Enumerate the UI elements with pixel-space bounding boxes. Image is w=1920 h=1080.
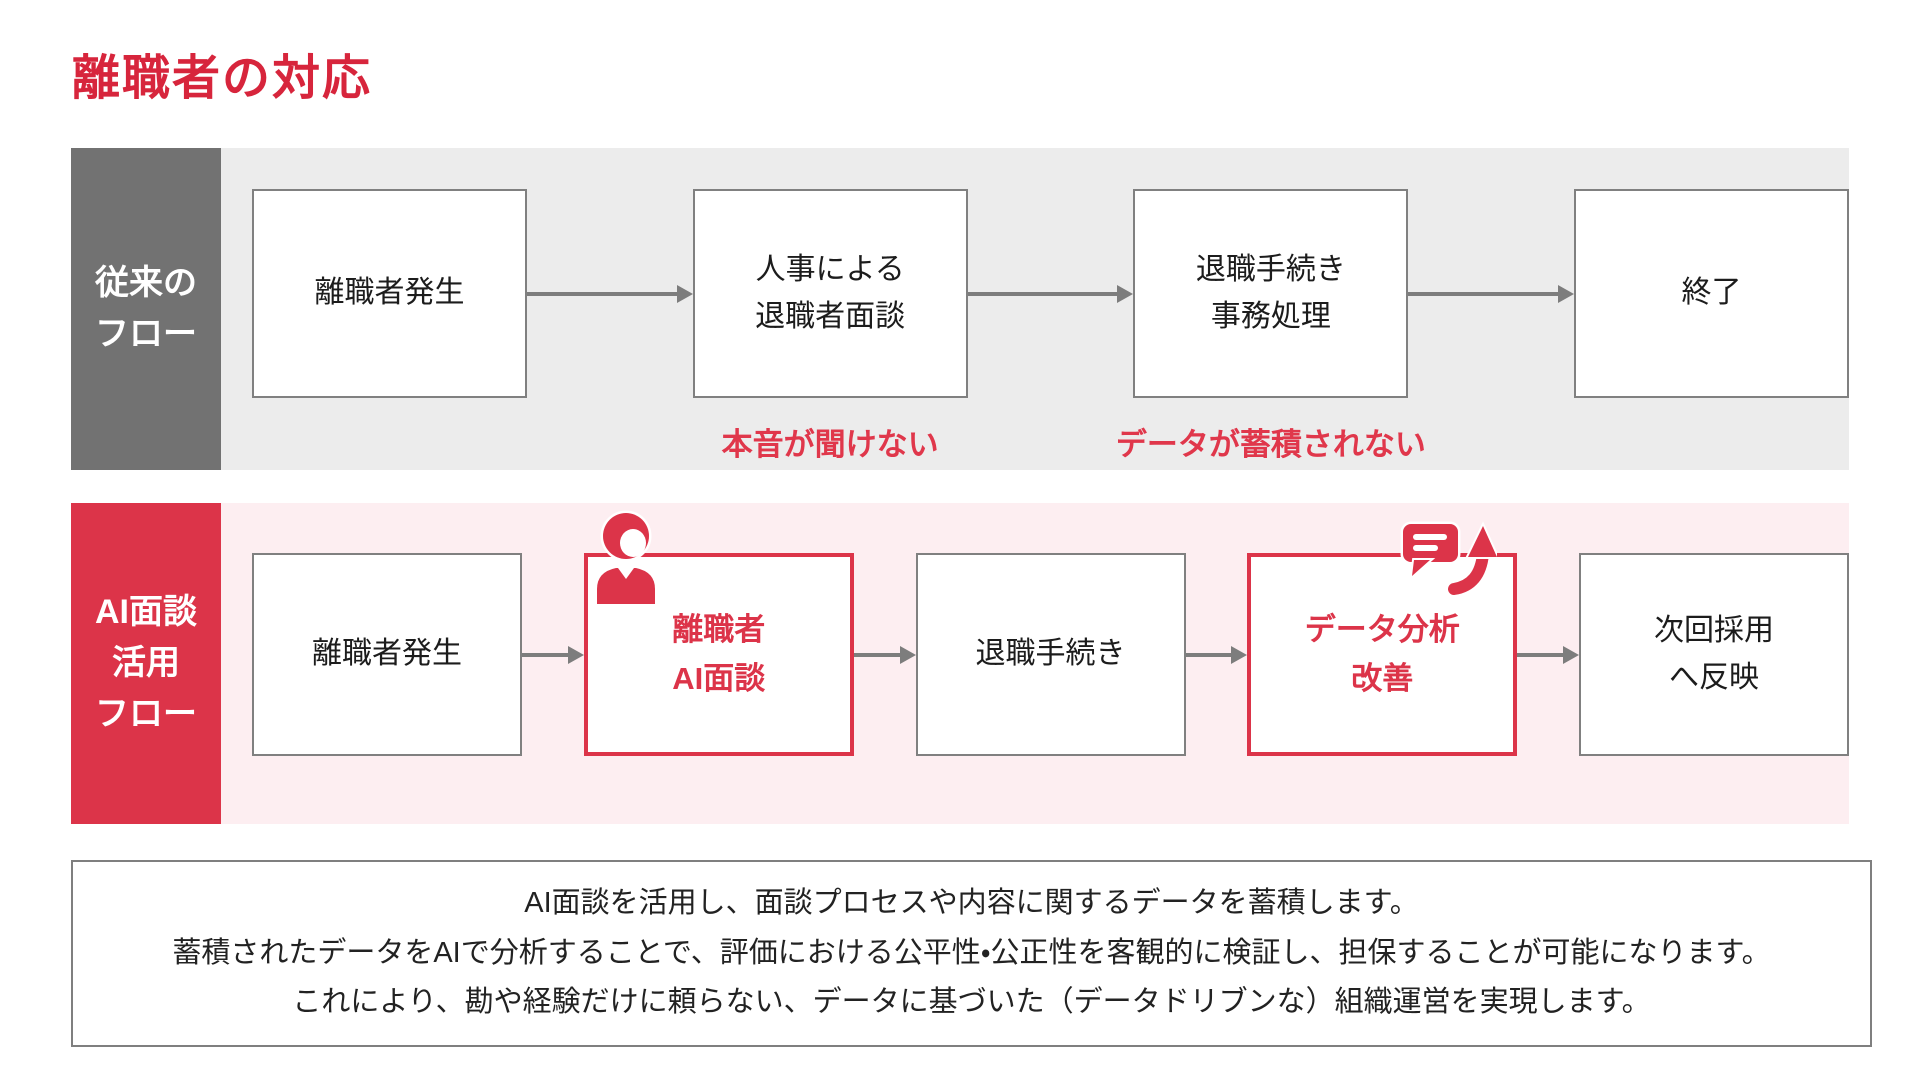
step-data-analysis: データ分析 改善 xyxy=(1247,553,1518,756)
arrow-head-icon xyxy=(1231,645,1248,664)
arrow-head-icon xyxy=(1563,645,1579,664)
step-end: 終了 xyxy=(1574,189,1850,398)
flow-arrow xyxy=(522,553,584,756)
arrow-head-icon xyxy=(567,645,584,664)
step-cell: データ分析 改善 xyxy=(1247,521,1518,756)
flow-arrow xyxy=(853,553,916,756)
arrow-head-icon xyxy=(676,284,693,303)
arrow-shaft xyxy=(522,652,568,657)
arrow-shaft xyxy=(967,291,1118,296)
step-cell: 退職手続き 事務処理 データが蓄積されない xyxy=(1116,189,1426,462)
traditional-flow-row: 従来の フロー 離職者発生 人事による 退職者面談 本音が聞けない xyxy=(71,148,1850,470)
arrow-shaft xyxy=(853,652,900,657)
step-cell: 人事による 退職者面談 本音が聞けない xyxy=(692,189,968,462)
step-cell: 離職者発生 xyxy=(252,189,527,398)
flow-arrow xyxy=(527,189,693,398)
traditional-flow-content: 離職者発生 人事による 退職者面談 本音が聞けない 退職手続き 事務処理 データ xyxy=(221,148,1850,470)
issue-note-data: データが蓄積されない xyxy=(1115,427,1426,462)
arrow-head-icon xyxy=(1117,284,1134,303)
arrow-head-icon xyxy=(899,645,916,664)
arrow-shaft xyxy=(527,291,677,296)
step-leaver-occurs-ai: 離職者発生 xyxy=(252,553,522,756)
step-ai-interview: 離職者 AI面談 xyxy=(583,553,854,756)
description-line: AI面談を活用し、面談プロセスや内容に関するデータを蓄積します。 xyxy=(524,886,1419,919)
step-next-hiring: 次回採用 へ反映 xyxy=(1579,553,1849,756)
page-title: 離職者の対応 xyxy=(72,52,373,105)
step-cell: 次回採用 へ反映 xyxy=(1579,553,1849,756)
traditional-flow-track: 離職者発生 人事による 退職者面談 本音が聞けない 退職手続き 事務処理 データ xyxy=(221,148,1850,462)
step-leaver-occurs: 離職者発生 xyxy=(252,189,527,398)
arrow-shaft xyxy=(1408,291,1559,296)
ai-flow-track: 離職者発生 離職者 AI面談 xyxy=(221,503,1849,756)
arrow-head-icon xyxy=(1558,284,1575,303)
ai-flow-content: 離職者発生 離職者 AI面談 xyxy=(221,503,1849,824)
description-line: これにより、勘や経験だけに頼らない、データに基づいた（データドリブンな）組織運営… xyxy=(292,986,1651,1019)
step-cell: 退職手続き xyxy=(915,553,1186,756)
step-hr-exit-interview: 人事による 退職者面談 xyxy=(692,189,968,398)
arrow-shaft xyxy=(1517,652,1563,657)
step-cell: 離職者 AI面談 xyxy=(583,510,854,756)
issue-note-honne: 本音が聞けない xyxy=(721,427,939,462)
flow-arrow xyxy=(967,189,1134,398)
arrow-shaft xyxy=(1185,652,1232,657)
ai-flow-label: AI面談 活用 フロー xyxy=(71,503,221,824)
step-exit-paperwork: 退職手続き 事務処理 xyxy=(1133,189,1409,398)
ai-flow-row: AI面談 活用 フロー 離職者発生 離職者 AI面談 xyxy=(71,503,1849,824)
traditional-flow-label: 従来の フロー xyxy=(71,148,221,470)
step-cell: 終了 xyxy=(1574,189,1850,398)
step-exit-procedure: 退職手続き xyxy=(915,553,1186,756)
description-box: AI面談を活用し、面談プロセスや内容に関するデータを蓄積します。 蓄積されたデー… xyxy=(71,860,1872,1047)
flow-arrow xyxy=(1408,189,1575,398)
step-cell: 離職者発生 xyxy=(252,553,522,756)
flow-arrow xyxy=(1185,553,1248,756)
description-line: 蓄積されたデータをAIで分析することで、評価における公平性・公正性を客観的に検証… xyxy=(172,936,1771,969)
flow-arrow xyxy=(1517,553,1579,756)
